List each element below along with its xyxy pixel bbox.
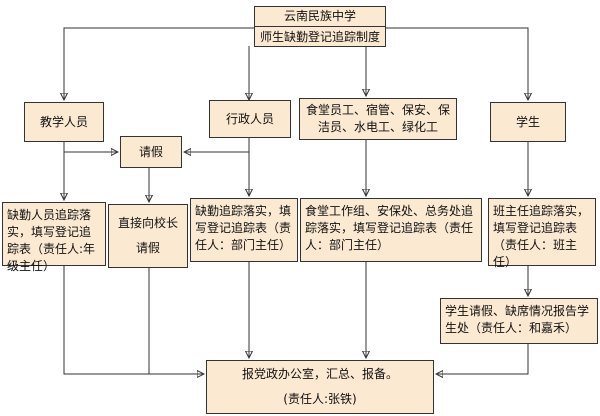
node-staff-label: 食堂员工、宿管、保安、保洁员、水电工、绿化工 [306, 103, 451, 134]
node-staff-track-label: 食堂工作组、安保处、总务处追踪落实，填写登记追踪表（责任人：部门主任） [305, 204, 474, 252]
node-students: 学生 [490, 102, 566, 142]
node-student-report-label: 学生请假、缺席情况报告学生处（责任人：和嘉禾） [445, 304, 590, 335]
header-box: 云南民族中学 师生缺勤登记追踪制度 [254, 6, 386, 47]
node-students-label: 学生 [515, 114, 540, 129]
node-leave-to-principal-line2: 请假 [135, 241, 160, 255]
node-students-track-label: 班主任追踪落实，填写登记追踪表（责任人：班主任） [493, 204, 590, 269]
node-staff-track: 食堂工作组、安保处、总务处追踪落实，填写登记追踪表（责任人：部门主任） [300, 198, 482, 262]
node-staff: 食堂员工、宿管、保安、保洁员、水电工、绿化工 [299, 98, 457, 140]
node-admin-label: 行政人员 [225, 111, 274, 126]
node-teachers-label: 教学人员 [39, 114, 88, 129]
node-leave-to-principal: 直接向校长 请假 [108, 204, 188, 268]
node-teachers-track-label: 缺勤人员追踪落实，填写登记追踪表（责任人:年级主任） [7, 208, 96, 273]
node-admin-track-label: 缺勤追踪落实，填写登记追踪表（责任人：部门主任） [195, 204, 292, 252]
node-teachers-track: 缺勤人员追踪落实，填写登记追踪表（责任人:年级主任） [2, 202, 106, 273]
node-admin-track: 缺勤追踪落实，填写登记追踪表（责任人：部门主任） [190, 198, 298, 262]
node-leave-label: 请假 [138, 144, 163, 159]
node-final-line2: (责任人:张铁) [283, 392, 357, 406]
header-line1: 云南民族中学 [255, 6, 385, 27]
node-final: 报党政办公室，汇总、报备。 (责任人:张铁) [206, 360, 434, 414]
node-teachers: 教学人员 [24, 102, 104, 142]
header-line2: 师生缺勤登记追踪制度 [259, 30, 380, 44]
node-admin: 行政人员 [209, 100, 291, 138]
node-leave: 请假 [120, 136, 182, 168]
node-final-line1: 报党政办公室，汇总、报备。 [241, 367, 398, 381]
node-leave-to-principal-line1: 直接向校长 [117, 216, 178, 230]
node-students-track: 班主任追踪落实，填写登记追踪表（责任人：班主任） [488, 198, 596, 269]
node-student-report: 学生请假、缺席情况报告学生处（责任人：和嘉禾） [440, 298, 598, 344]
